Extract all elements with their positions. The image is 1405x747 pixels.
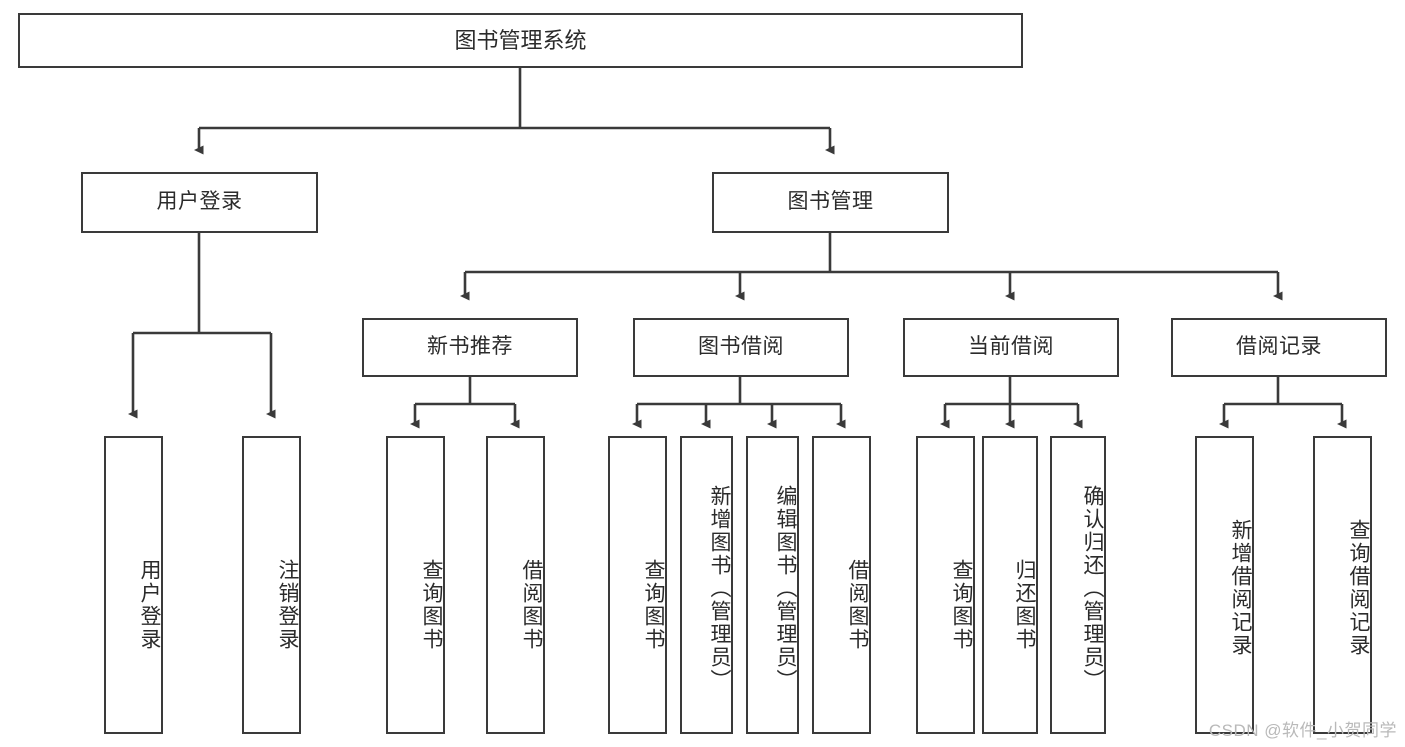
leaf-confirm-return[interactable]: 确认归还（管理员） — [1050, 436, 1106, 734]
node-label: 用户登录 — [156, 190, 243, 214]
node-label: 图书借阅 — [698, 335, 784, 359]
node-label: 用户登录 — [138, 559, 161, 651]
node-label: 查询借阅记录 — [1347, 519, 1370, 657]
node-label: 新增图书（管理员） — [708, 484, 731, 692]
node-book-manage[interactable]: 图书管理 — [712, 172, 949, 233]
node-label: 新增借阅记录 — [1229, 519, 1252, 657]
leaf-query-book-2[interactable]: 查询图书 — [608, 436, 667, 734]
leaf-add-record[interactable]: 新增借阅记录 — [1195, 436, 1254, 734]
leaf-edit-book[interactable]: 编辑图书（管理员） — [746, 436, 799, 734]
csdn-watermark: CSDN @软件_小贺同学 — [1208, 721, 1397, 740]
node-label: 确认归还（管理员） — [1081, 484, 1104, 692]
node-book-borrow[interactable]: 图书借阅 — [633, 318, 849, 377]
node-label: 当前借阅 — [968, 335, 1054, 359]
leaf-borrow-book-1[interactable]: 借阅图书 — [486, 436, 545, 734]
node-label: 借阅记录 — [1236, 335, 1322, 359]
leaf-query-book-1[interactable]: 查询图书 — [386, 436, 445, 734]
leaf-borrow-book-2[interactable]: 借阅图书 — [812, 436, 871, 734]
node-label: 注销登录 — [276, 559, 299, 651]
node-label: 借阅图书 — [846, 559, 869, 651]
leaf-return-book[interactable]: 归还图书 — [982, 436, 1038, 734]
node-label: 图书管理系统 — [454, 27, 587, 53]
node-label: 查询图书 — [642, 559, 665, 651]
node-label: 借阅图书 — [520, 559, 543, 651]
node-label: 图书管理 — [787, 190, 874, 214]
leaf-add-book[interactable]: 新增图书（管理员） — [680, 436, 733, 734]
node-label: 查询图书 — [950, 559, 973, 651]
node-label: 查询图书 — [420, 559, 443, 651]
leaf-query-book-3[interactable]: 查询图书 — [916, 436, 975, 734]
node-label: 新书推荐 — [427, 335, 513, 359]
leaf-user-login[interactable]: 用户登录 — [104, 436, 163, 734]
leaf-query-record[interactable]: 查询借阅记录 — [1313, 436, 1372, 734]
node-root-system[interactable]: 图书管理系统 — [18, 13, 1023, 68]
leaf-user-logout[interactable]: 注销登录 — [242, 436, 301, 734]
node-label: 归还图书 — [1013, 559, 1036, 651]
node-new-book-recommend[interactable]: 新书推荐 — [362, 318, 578, 377]
node-user-login[interactable]: 用户登录 — [81, 172, 318, 233]
node-borrow-record[interactable]: 借阅记录 — [1171, 318, 1387, 377]
node-current-borrow[interactable]: 当前借阅 — [903, 318, 1119, 377]
node-label: 编辑图书（管理员） — [774, 484, 797, 692]
